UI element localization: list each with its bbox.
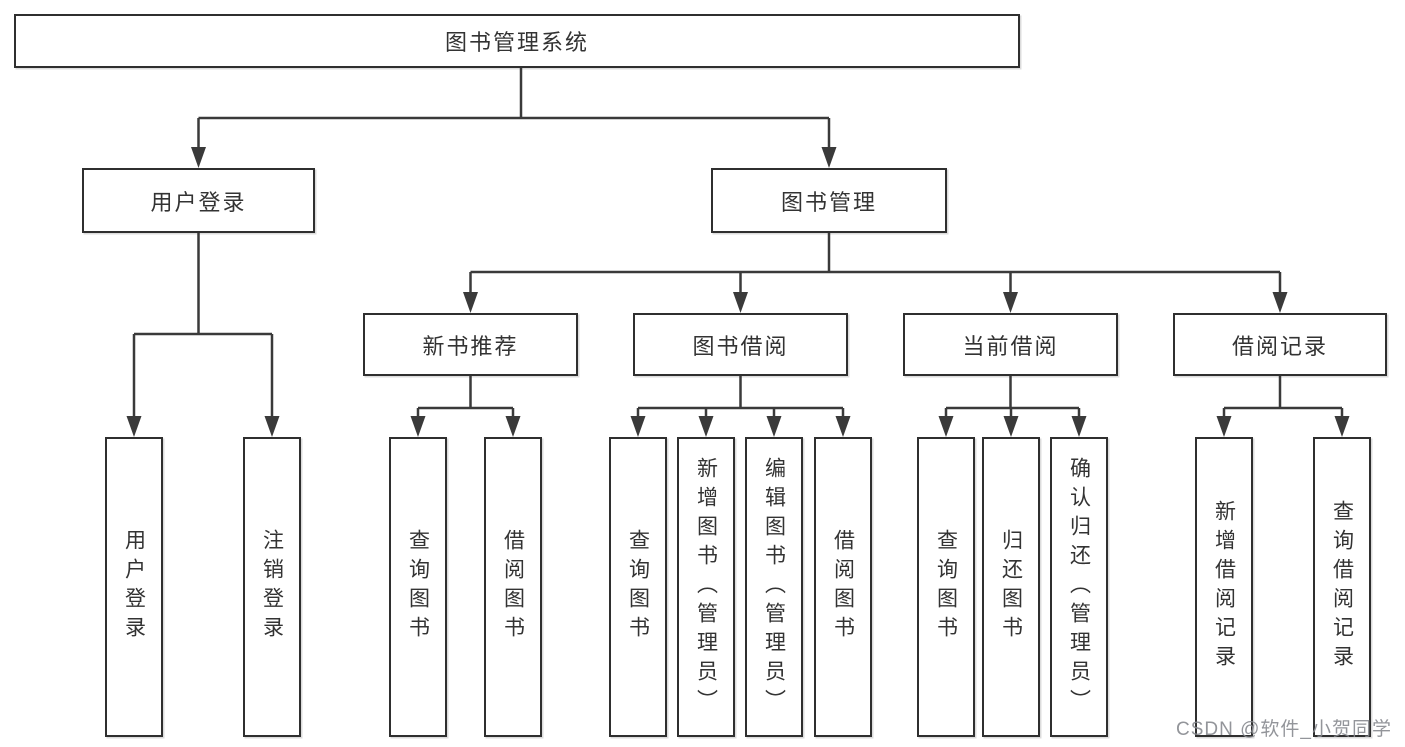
leaf-bb-borrow-books-label: 借阅图书 — [831, 529, 855, 645]
node-user-login-label: 用户登录 — [150, 189, 247, 215]
leaf-br-add-borrow-record-label: 新增借阅记录 — [1212, 500, 1236, 674]
node-current-borrowing-label: 当前借阅 — [962, 333, 1059, 359]
leaf-nb-borrow-books: 借阅图书 — [484, 437, 542, 737]
node-book-management-label: 图书管理 — [780, 189, 877, 215]
leaf-user-login-label: 用户登录 — [122, 529, 146, 645]
watermark: CSDN @软件_小贺同学 — [1176, 719, 1392, 740]
leaf-cb-confirm-return-admin: 确认归还（管理员） — [1050, 437, 1108, 737]
node-user-login: 用户登录 — [82, 168, 315, 233]
leaf-bb-edit-books-admin-label: 编辑图书（管理员） — [762, 456, 786, 718]
leaf-cb-return-books-label: 归还图书 — [999, 529, 1023, 645]
leaf-bb-add-books-admin-label: 新增图书（管理员） — [694, 456, 718, 718]
node-new-book-recommendation: 新书推荐 — [363, 313, 578, 376]
node-current-borrowing: 当前借阅 — [903, 313, 1118, 376]
leaf-bb-edit-books-admin: 编辑图书（管理员） — [745, 437, 803, 737]
leaf-nb-query-books: 查询图书 — [389, 437, 447, 737]
leaf-br-add-borrow-record: 新增借阅记录 — [1195, 437, 1253, 737]
leaf-br-query-borrow-record-label: 查询借阅记录 — [1330, 500, 1354, 674]
node-book-management: 图书管理 — [711, 168, 947, 233]
leaf-cb-query-books-label: 查询图书 — [934, 529, 958, 645]
leaf-user-login: 用户登录 — [105, 437, 163, 737]
node-root-label: 图书管理系统 — [444, 30, 589, 55]
leaf-cb-confirm-return-admin-label: 确认归还（管理员） — [1067, 456, 1091, 718]
node-book-borrowing-label: 图书借阅 — [692, 333, 789, 359]
node-book-borrowing: 图书借阅 — [633, 313, 848, 376]
leaf-nb-query-books-label: 查询图书 — [406, 529, 430, 645]
leaf-logout-label: 注销登录 — [260, 529, 284, 645]
leaf-nb-borrow-books-label: 借阅图书 — [501, 529, 525, 645]
node-borrowing-records: 借阅记录 — [1173, 313, 1387, 376]
leaf-bb-borrow-books: 借阅图书 — [814, 437, 872, 737]
leaf-bb-add-books-admin: 新增图书（管理员） — [677, 437, 735, 737]
node-borrowing-records-label: 借阅记录 — [1231, 333, 1328, 359]
leaf-bb-query-books-label: 查询图书 — [626, 529, 650, 645]
leaf-cb-query-books: 查询图书 — [917, 437, 975, 737]
leaf-bb-query-books: 查询图书 — [609, 437, 667, 737]
leaf-logout: 注销登录 — [243, 437, 301, 737]
leaf-br-query-borrow-record: 查询借阅记录 — [1313, 437, 1371, 737]
node-root: 图书管理系统 — [14, 14, 1020, 68]
leaf-cb-return-books: 归还图书 — [982, 437, 1040, 737]
node-new-book-recommendation-label: 新书推荐 — [422, 333, 519, 359]
